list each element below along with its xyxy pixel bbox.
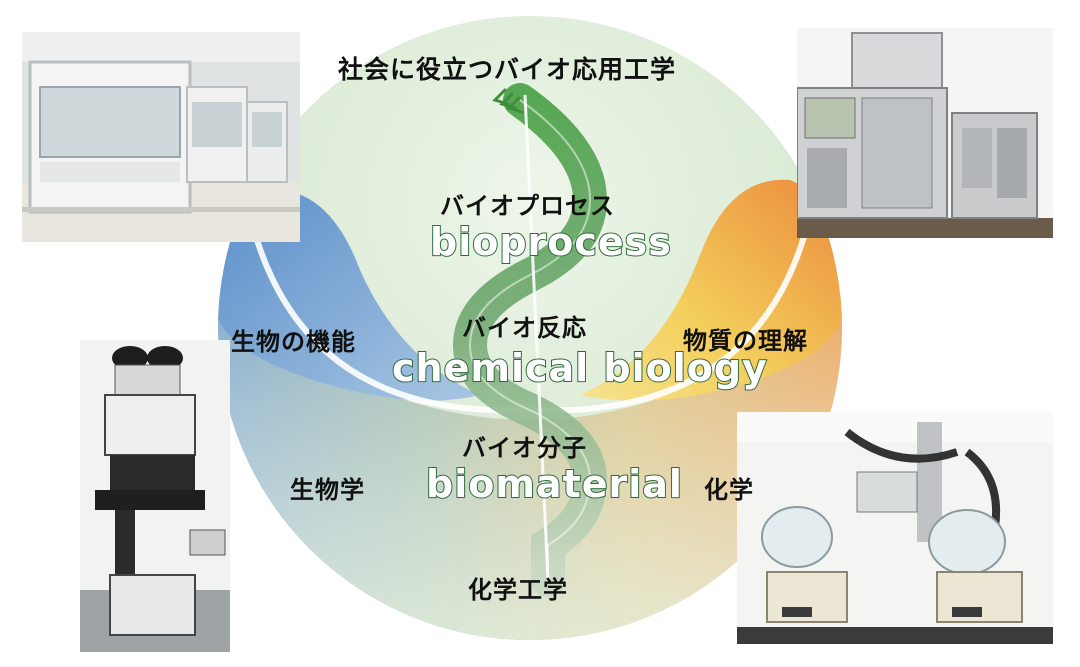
right-top-label: 物質の理解 xyxy=(683,327,808,355)
level-1-jp-label: バイオプロセス xyxy=(440,192,615,220)
helix-ribbon xyxy=(452,83,608,597)
bottom-label: 化学工学 xyxy=(468,576,568,604)
rotary-evaporator-photo xyxy=(737,412,1053,644)
level-1-en-label: bioprocess xyxy=(429,219,672,265)
growth-arrow-icon xyxy=(492,88,524,114)
level-2-en-label: chemical biology xyxy=(391,345,768,391)
diagram-title: 社会に役立つバイオ応用工学 xyxy=(338,55,677,84)
left-top-label: 生物の機能 xyxy=(231,328,356,356)
blue-lobe xyxy=(218,190,480,401)
level-2-jp-label: バイオ反応 xyxy=(462,314,587,342)
level-3-jp-label: バイオ分子 xyxy=(462,434,587,462)
level-3-en-label: biomaterial xyxy=(425,461,683,507)
hplc-photo xyxy=(797,28,1053,238)
orange-lobe xyxy=(580,179,842,401)
clean-bench-photo xyxy=(22,32,300,242)
microscope-photo xyxy=(80,340,230,652)
left-bottom-label: 生物学 xyxy=(290,476,365,504)
right-bottom-label: 化学 xyxy=(704,476,754,504)
